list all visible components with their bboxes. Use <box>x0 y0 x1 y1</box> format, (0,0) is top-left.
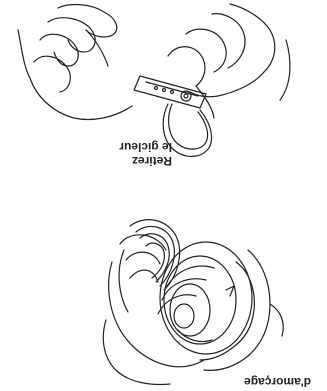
left-hand-top <box>18 5 132 120</box>
caption-line-2: le gicleur <box>112 140 172 154</box>
primer-caption: d'amorçage <box>221 375 311 389</box>
remove-nozzle-caption: Retirez le gicleur <box>112 140 172 168</box>
coiled-tube <box>120 220 180 290</box>
caption-line-1: Retirez <box>112 154 172 168</box>
nozzle-strip <box>134 76 206 108</box>
primer-housing <box>158 242 252 354</box>
left-hand-bottom <box>103 250 204 385</box>
